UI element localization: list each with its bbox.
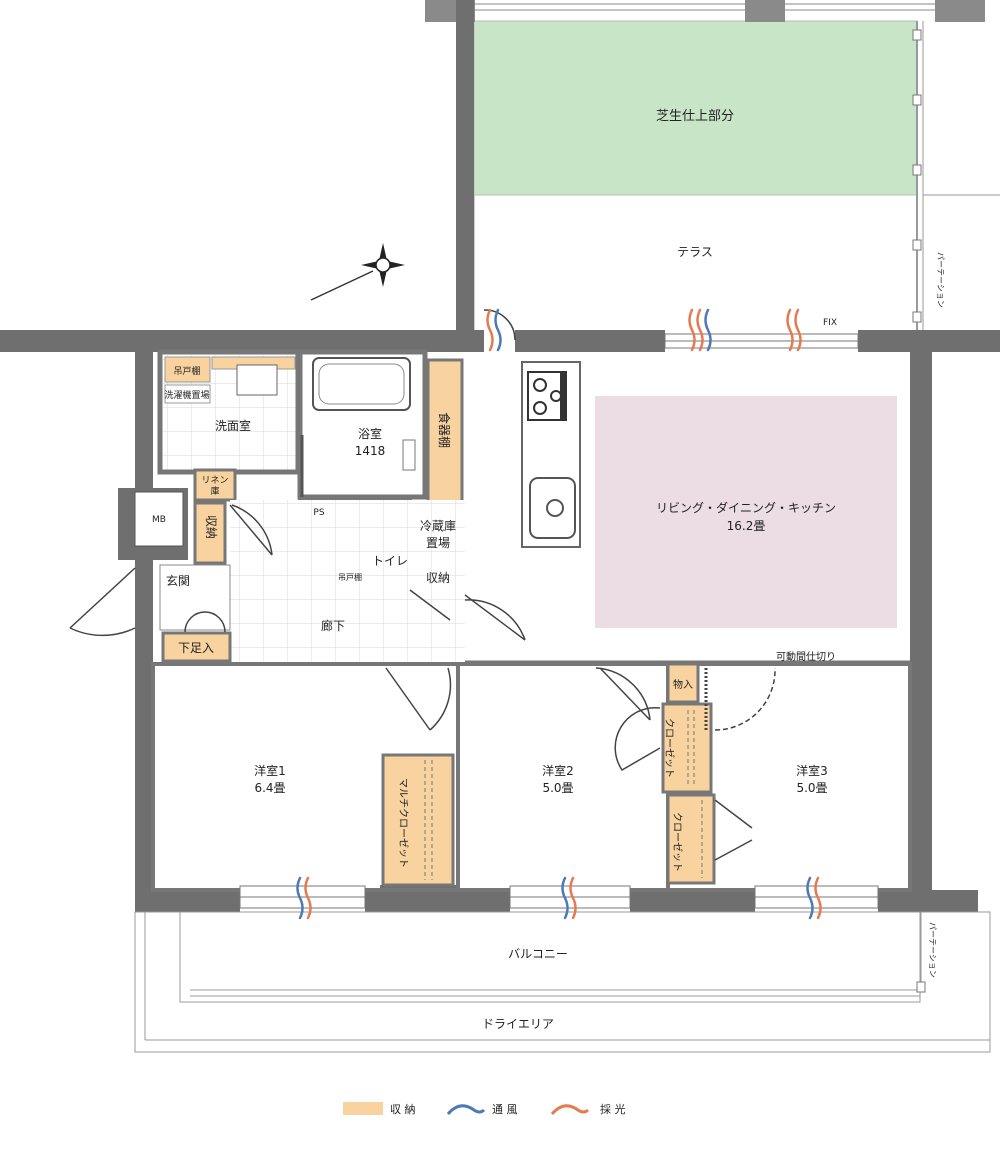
label-corridor: 廊下 [321,618,345,633]
label-room3-size: 5.0畳 [796,781,827,795]
entrance-door[interactable] [69,567,136,637]
label-storage-kitchen: 収納 [426,571,450,585]
legend-ventilation-icon [446,1104,486,1116]
label-room2-size: 5.0畳 [542,781,573,795]
lawn-area [473,20,918,196]
closet-room2 [661,702,713,794]
shoe-box [161,631,232,663]
label-toilet: トイレ [372,554,408,568]
bedroom2-door[interactable] [595,667,651,721]
airflow-arrows [296,308,822,920]
label-closet-room2: クローゼット [663,718,675,778]
label-fix: FIX [823,318,837,328]
compass-icon [310,243,405,301]
label-room2: 洋室2 [542,763,574,778]
toilet-door[interactable] [409,589,451,621]
label-storage-linen: 収納 [204,515,218,539]
label-ps: PS [313,508,324,518]
label-room1: 洋室1 [254,763,286,778]
dry-area [134,911,991,1053]
ldk-area [595,396,897,628]
label-mb: MB [152,515,166,525]
label-closet-room3: クローゼット [671,812,683,872]
label-bathroom: 浴室 [358,426,382,441]
legend-daylight-icon [550,1104,590,1116]
label-ldk: リビング・ダイニング・キッチン [656,500,836,515]
legend: 収 納 通 風 採 光 [343,1102,626,1116]
bedroom3-door[interactable] [714,667,776,731]
dish-shelf [426,358,464,507]
label-entrance: 玄関 [166,573,190,588]
label-hanging-shelf: 吊戸棚 [173,365,200,377]
closet-room3 [666,793,716,885]
label-linen-1: リネン [201,475,228,486]
label-dry-area: ドライエリア [482,1017,554,1031]
corridor-door[interactable] [464,594,526,641]
items-storage [666,662,700,704]
label-washroom: 洗面室 [215,418,251,433]
label-items: 物入 [673,678,693,691]
mb-box [134,491,184,547]
label-fridge-2: 置場 [426,536,450,550]
label-toilet-shelf: 吊戸棚 [338,572,362,582]
label-balcony: バルコニー [508,947,568,961]
label-room3: 洋室3 [796,763,828,778]
label-multi-closet: マルチクローゼット [397,778,409,868]
legend-storage-swatch [343,1102,383,1115]
closet3-door[interactable] [714,799,753,861]
closet2-door[interactable] [614,706,661,772]
label-terrace: テラス [677,245,713,259]
label-bath-size: 1418 [355,444,386,458]
label-dish-shelf: 食器棚 [437,412,452,448]
label-lawn: 芝生仕上部分 [656,108,734,124]
label-linen-2: 庫 [210,485,219,497]
label-partition-bottom: パーテーション [928,922,937,978]
washroom-door[interactable] [229,504,273,556]
shoebox-doors[interactable] [184,611,226,633]
legend-ventilation-label: 通 風 [492,1103,518,1116]
bedroom1-door[interactable] [385,667,452,731]
label-ldk-size: 16.2畳 [727,519,766,533]
legend-daylight-label: 採 光 [600,1102,626,1116]
entrance [159,564,231,631]
multi-closet [381,753,455,887]
corridor [230,500,465,662]
label-movable-partition: 可動間仕切り [776,650,836,663]
label-partition-top: パーテーション [936,252,945,308]
label-room1-size: 6.4畳 [254,781,285,795]
legend-storage-label: 収 納 [390,1103,416,1116]
label-shoe-box: 下足入 [178,641,214,655]
label-fridge-1: 冷蔵庫 [420,519,456,533]
label-washer-space: 洗濯機置場 [164,389,209,401]
walls [0,0,1000,912]
